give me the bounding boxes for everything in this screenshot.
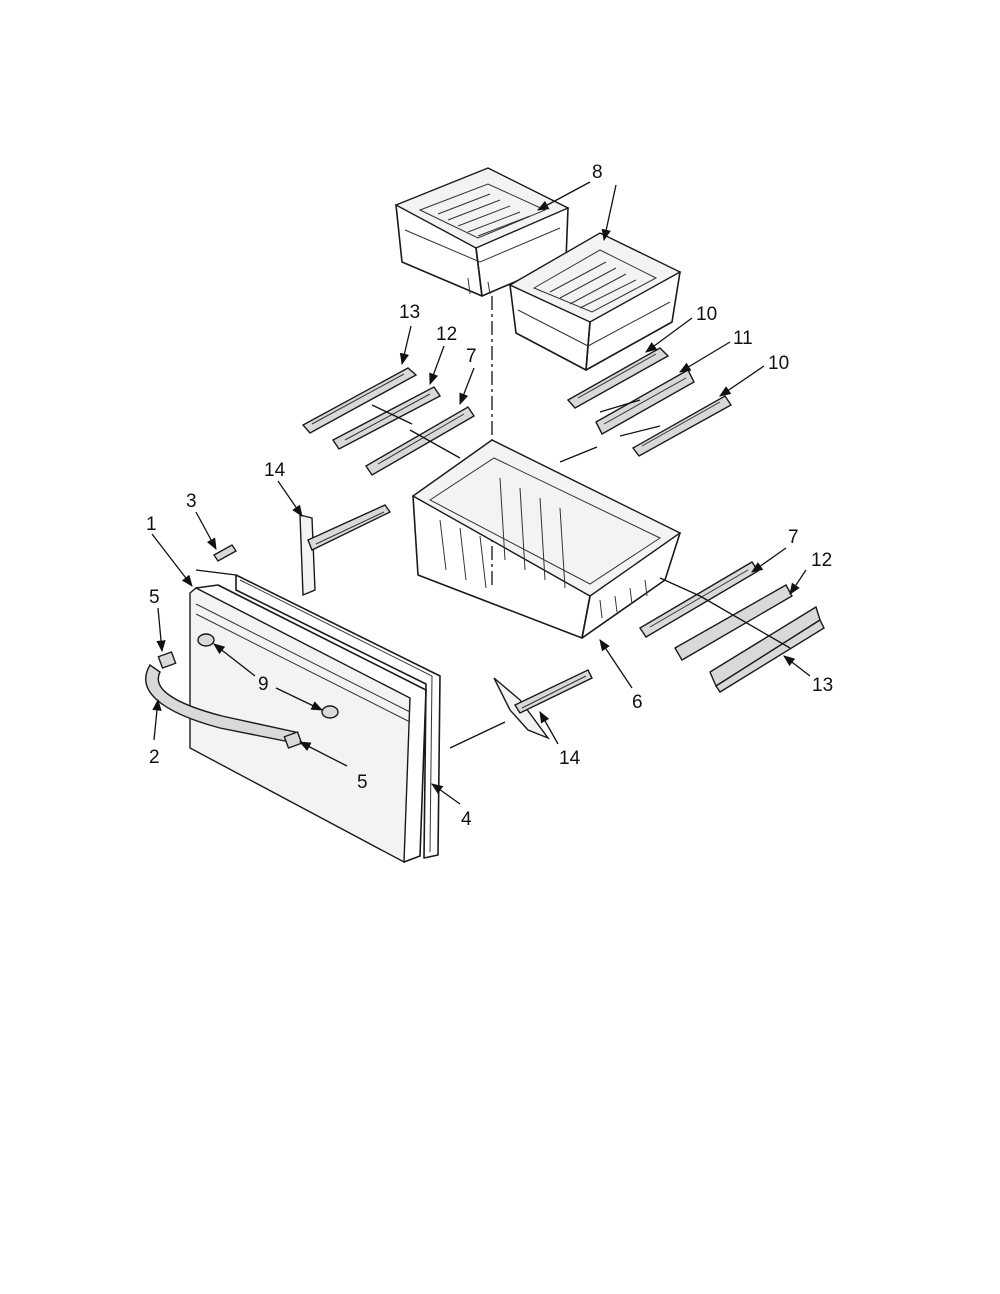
- callout-13-right: 13: [812, 675, 833, 696]
- callout-14-upper: 14: [264, 460, 286, 481]
- callout-13-left: 13: [399, 302, 420, 323]
- freezer-door-panel: [189, 584, 427, 864]
- callout-6: 6: [632, 692, 643, 713]
- callout-10-upper: 10: [696, 304, 717, 325]
- callout-12-left: 12: [436, 324, 457, 345]
- callout-8: 8: [592, 162, 603, 183]
- callout-10-lower: 10: [768, 353, 789, 374]
- callout-9: 9: [258, 674, 269, 695]
- slide-bracket-14-lower: [493, 669, 593, 740]
- upper-basket-right: [508, 232, 682, 371]
- callout-3: 3: [186, 491, 197, 512]
- rail-11: [595, 369, 695, 435]
- spacer-5-lower: [283, 731, 303, 749]
- door-gasket: [235, 574, 441, 859]
- spacer-5-upper: [157, 651, 177, 669]
- screw-3: [212, 544, 238, 562]
- callout-5-upper: 5: [149, 587, 160, 608]
- callout-14-lower: 14: [559, 748, 581, 769]
- slide-bracket-14-upper: [299, 504, 392, 597]
- freezer-drawer: [411, 439, 682, 639]
- rail-10-upper: [566, 347, 670, 409]
- rail-13-left: [301, 367, 418, 434]
- rail-7-left: [365, 406, 475, 476]
- rail-10-lower: [631, 395, 733, 457]
- upper-basket-left: [394, 167, 570, 297]
- rail-12-right: [674, 584, 793, 661]
- callout-7-left: 7: [466, 346, 477, 367]
- callout-12-right: 12: [811, 550, 832, 571]
- rail-12-left: [331, 386, 442, 450]
- screw-9-upper: [197, 633, 215, 647]
- callout-7-right: 7: [788, 527, 799, 548]
- screw-9-lower: [321, 705, 339, 719]
- callout-5-lower: 5: [357, 772, 368, 793]
- callout-11: 11: [733, 328, 753, 349]
- callout-1: 1: [146, 514, 157, 535]
- rail-13-right: [709, 605, 825, 693]
- callout-2: 2: [149, 747, 160, 768]
- callout-4: 4: [461, 809, 472, 830]
